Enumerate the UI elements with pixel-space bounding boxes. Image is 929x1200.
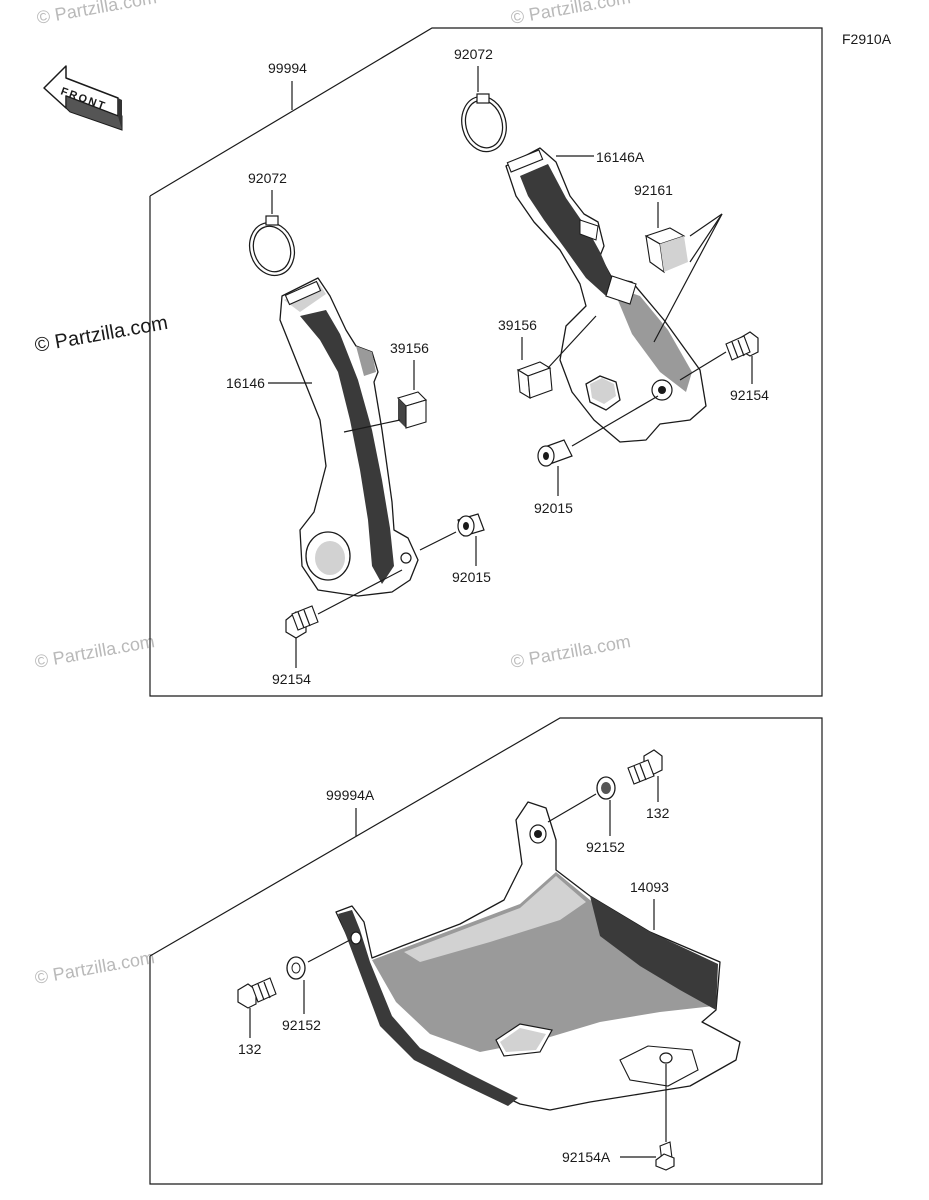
pad-left [396, 391, 428, 429]
washer-lower-right [596, 776, 616, 800]
frame-guard-left [279, 277, 419, 597]
lower-kit-frame [149, 717, 823, 1185]
label-bolt-right: 92154 [730, 387, 769, 403]
label-bolt-bottom: 92154A [562, 1149, 611, 1165]
label-skid-plate: 14093 [630, 879, 669, 895]
front-arrow: FRONT [43, 65, 123, 131]
bolt-lower-left [237, 977, 277, 1009]
label-band-right: 92072 [454, 46, 493, 62]
label-bolt-lower-left: 132 [238, 1041, 262, 1057]
upper-kit-frame [149, 27, 823, 697]
label-guard-right: 16146A [596, 149, 645, 165]
watermark-mid-right: © Partzilla.com [509, 631, 632, 672]
bolt-right [725, 331, 759, 361]
bolt-left [285, 605, 319, 639]
watermark-mid-left: © Partzilla.com [33, 631, 156, 672]
watermark-top-center: © Partzilla.com [509, 0, 632, 28]
pad-right-lower [516, 361, 553, 400]
label-pad-right-upper: 92161 [634, 182, 673, 198]
watermark-low-left: © Partzilla.com [33, 947, 156, 988]
label-collar-left: 92015 [452, 569, 491, 585]
frame-guard-right [505, 147, 707, 443]
label-collar-right: 92015 [534, 500, 573, 516]
label-bolt-lower-right: 132 [646, 805, 670, 821]
collar-right [537, 439, 573, 467]
watermark-main: © Partzilla.com [33, 312, 170, 357]
label-pad-right-lower: 39156 [498, 317, 537, 333]
washer-lower-left [286, 956, 306, 980]
band-left [248, 215, 296, 277]
label-kit-lower: 99994A [326, 787, 375, 803]
collar-left [457, 513, 485, 537]
label-band-left: 92072 [248, 170, 287, 186]
label-washer-lower-right: 92152 [586, 839, 625, 855]
label-guard-left: 16146 [226, 375, 265, 391]
watermark-top-left: © Partzilla.com [35, 0, 158, 28]
figure-code: F2910A [842, 31, 892, 47]
bolt-lower-right [627, 749, 663, 785]
pad-right-upper [644, 227, 688, 274]
label-bolt-left: 92154 [272, 671, 311, 687]
skid-plate [335, 801, 741, 1111]
band-right [461, 93, 507, 153]
label-washer-lower-left: 92152 [282, 1017, 321, 1033]
bolt-bottom [655, 1064, 675, 1171]
label-pad-left: 39156 [390, 340, 429, 356]
label-kit-upper: 99994 [268, 60, 307, 76]
